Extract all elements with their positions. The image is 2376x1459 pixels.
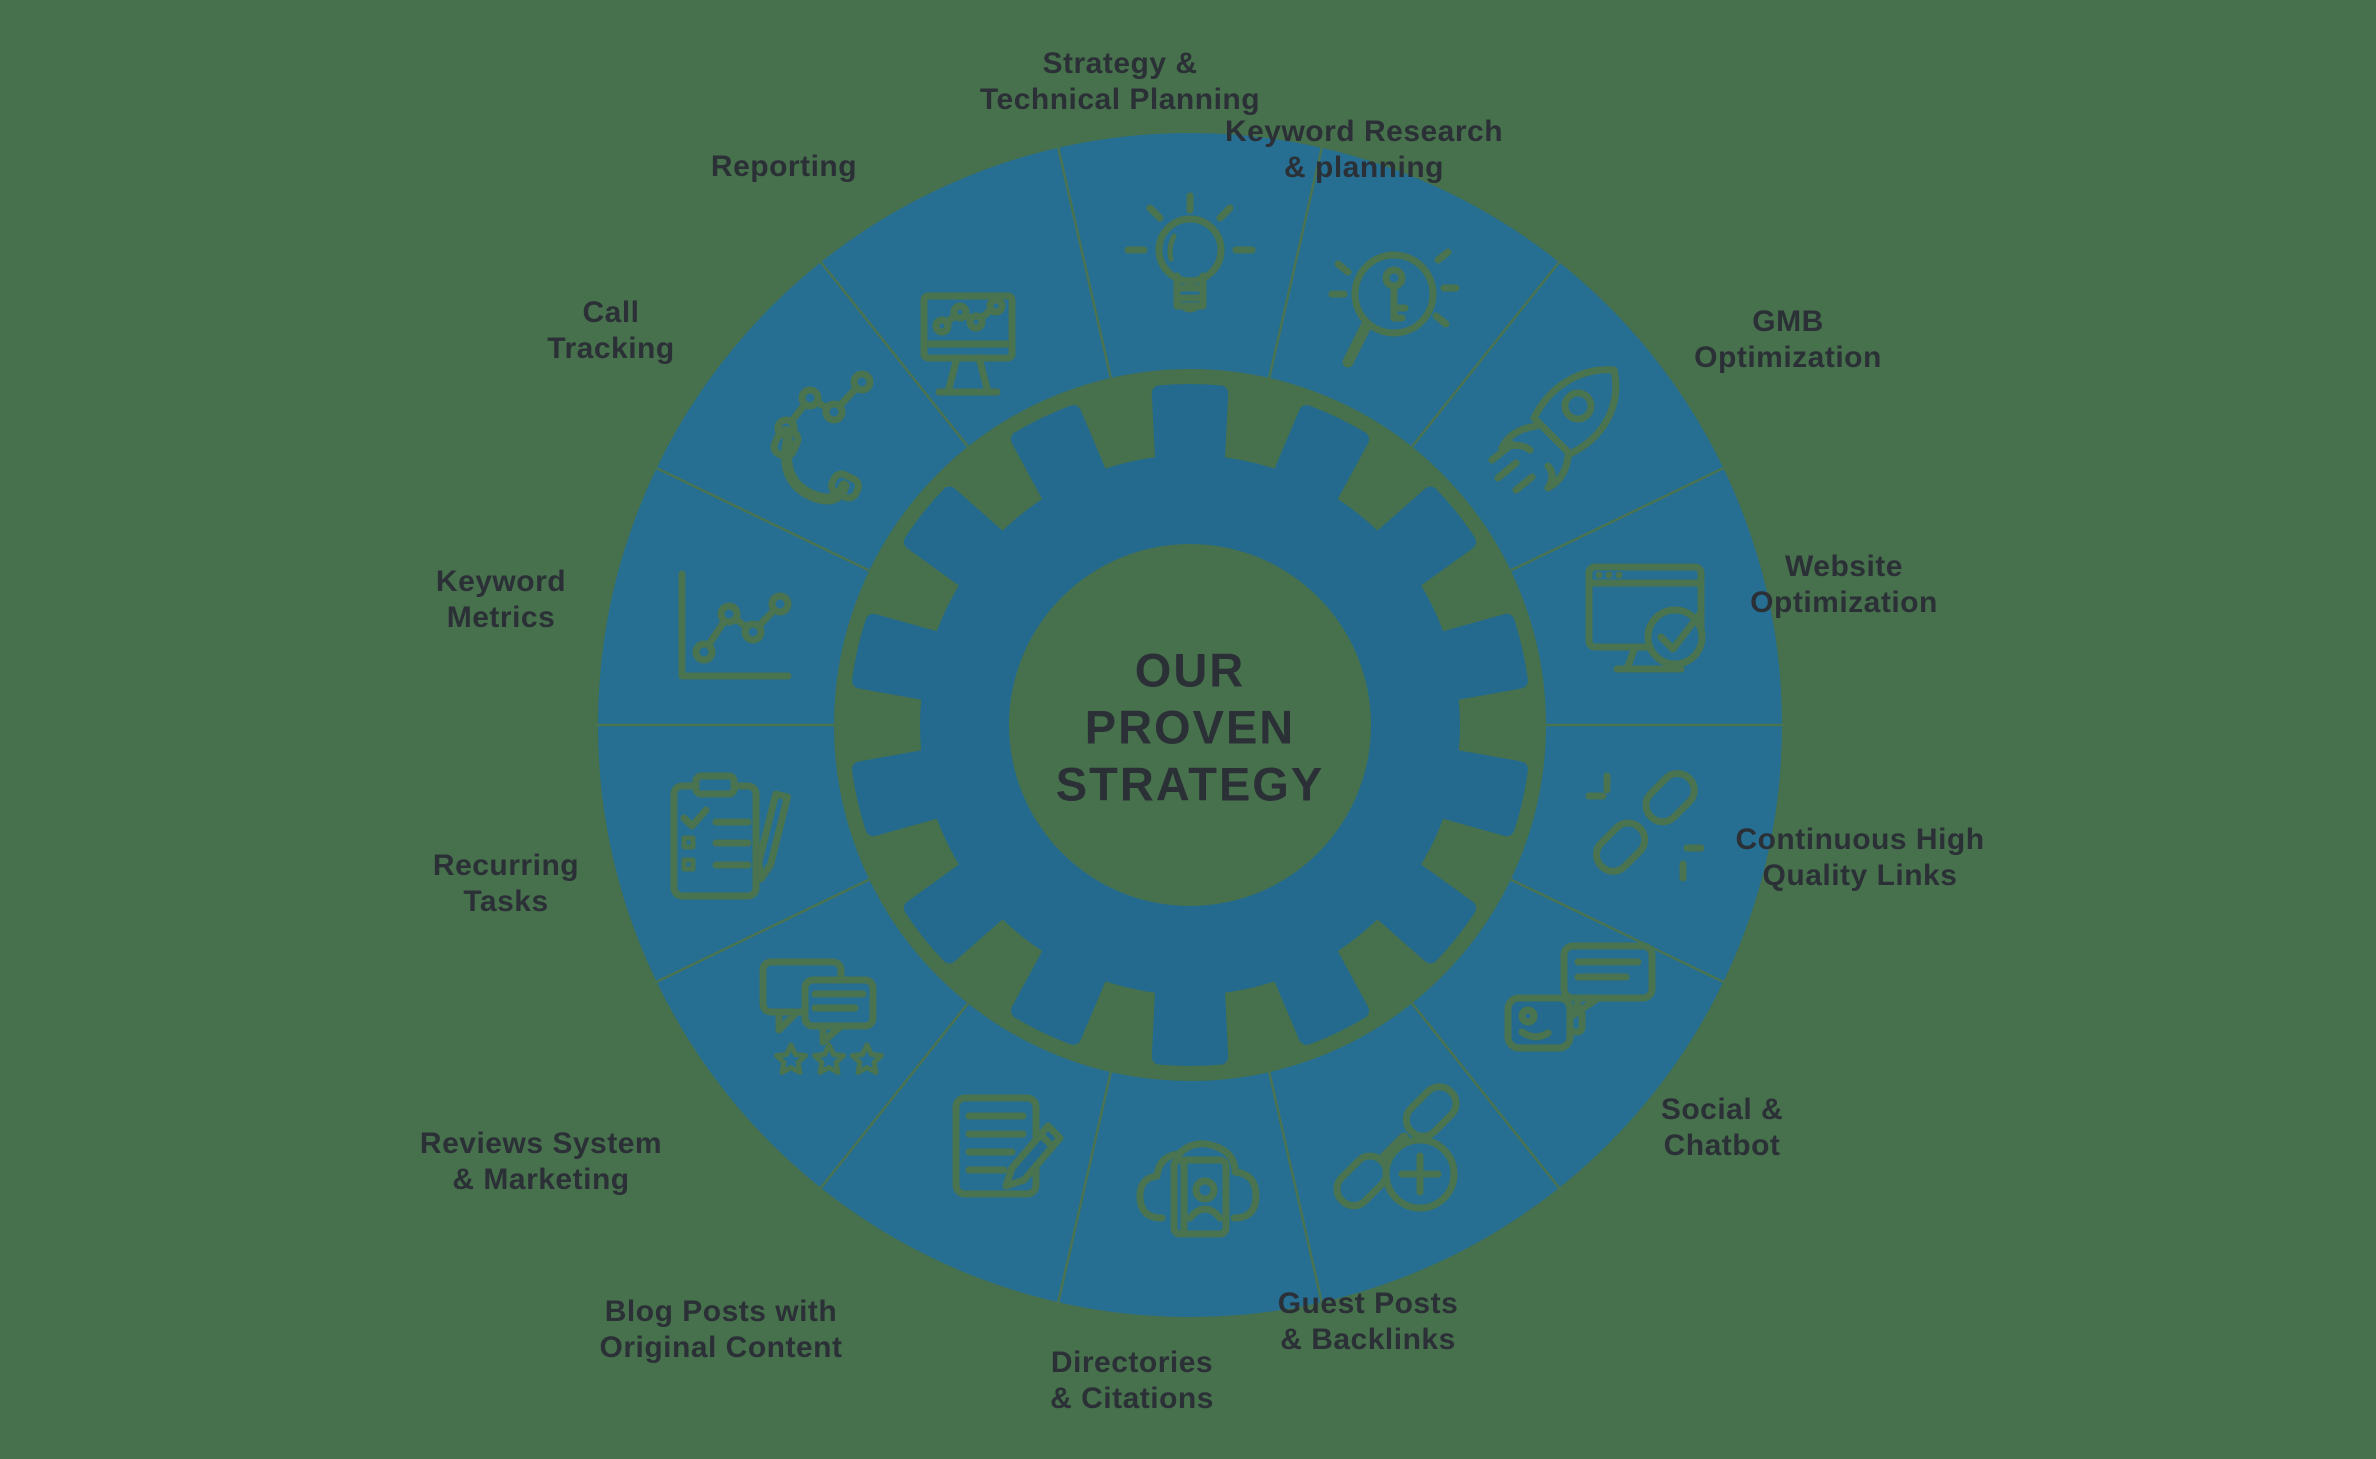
lightbulb-icon xyxy=(1124,192,1256,313)
segment-dividers xyxy=(596,145,1784,1305)
label-recurring-tasks: Recurring Tasks xyxy=(432,849,580,918)
label-strategy-technical-planning: Strategy & Technical Planning xyxy=(979,47,1261,116)
review-bubbles-stars-icon xyxy=(759,958,884,1075)
center-title: OUR PROVEN STRATEGY xyxy=(1055,643,1325,811)
monitor-chart-icon xyxy=(920,292,1016,396)
cloud-contacts-icon xyxy=(1136,1140,1260,1238)
chain-link-icon xyxy=(1585,769,1705,882)
phone-chart-icon xyxy=(770,370,874,505)
label-call-tracking: Call Tracking xyxy=(547,296,675,365)
gear-hub xyxy=(1009,544,1371,906)
label-continuous-high-quality-links: Continuous High Quality Links xyxy=(1735,823,1985,892)
label-social-chatbot: Social & Chatbot xyxy=(1660,1093,1784,1162)
robot-chat-icon xyxy=(1504,942,1656,1052)
label-guest-posts-backlinks: Guest Posts & Backlinks xyxy=(1277,1287,1459,1356)
label-keyword-research-planning: Keyword Research & planning xyxy=(1224,115,1504,184)
browser-check-icon xyxy=(1585,563,1706,673)
label-reviews-system-marketing: Reviews System & Marketing xyxy=(419,1127,663,1196)
label-reporting: Reporting xyxy=(710,150,858,183)
keyword-magnifier-icon xyxy=(1328,248,1460,368)
label-keyword-metrics: Keyword Metrics xyxy=(435,565,567,634)
label-website-optimization: Website Optimization xyxy=(1750,550,1938,619)
document-pencil-icon xyxy=(952,1094,1064,1198)
clipboard-checklist-icon xyxy=(670,772,791,900)
label-gmb-optimization: GMB Optimization xyxy=(1694,305,1882,374)
line-chart-axes-icon xyxy=(678,570,792,680)
label-directories-citations: Directories & Citations xyxy=(1050,1346,1214,1415)
link-plus-icon xyxy=(1333,1083,1460,1212)
label-blog-posts-original-content: Blog Posts with Original Content xyxy=(599,1295,843,1364)
rocket-icon xyxy=(1488,366,1620,494)
